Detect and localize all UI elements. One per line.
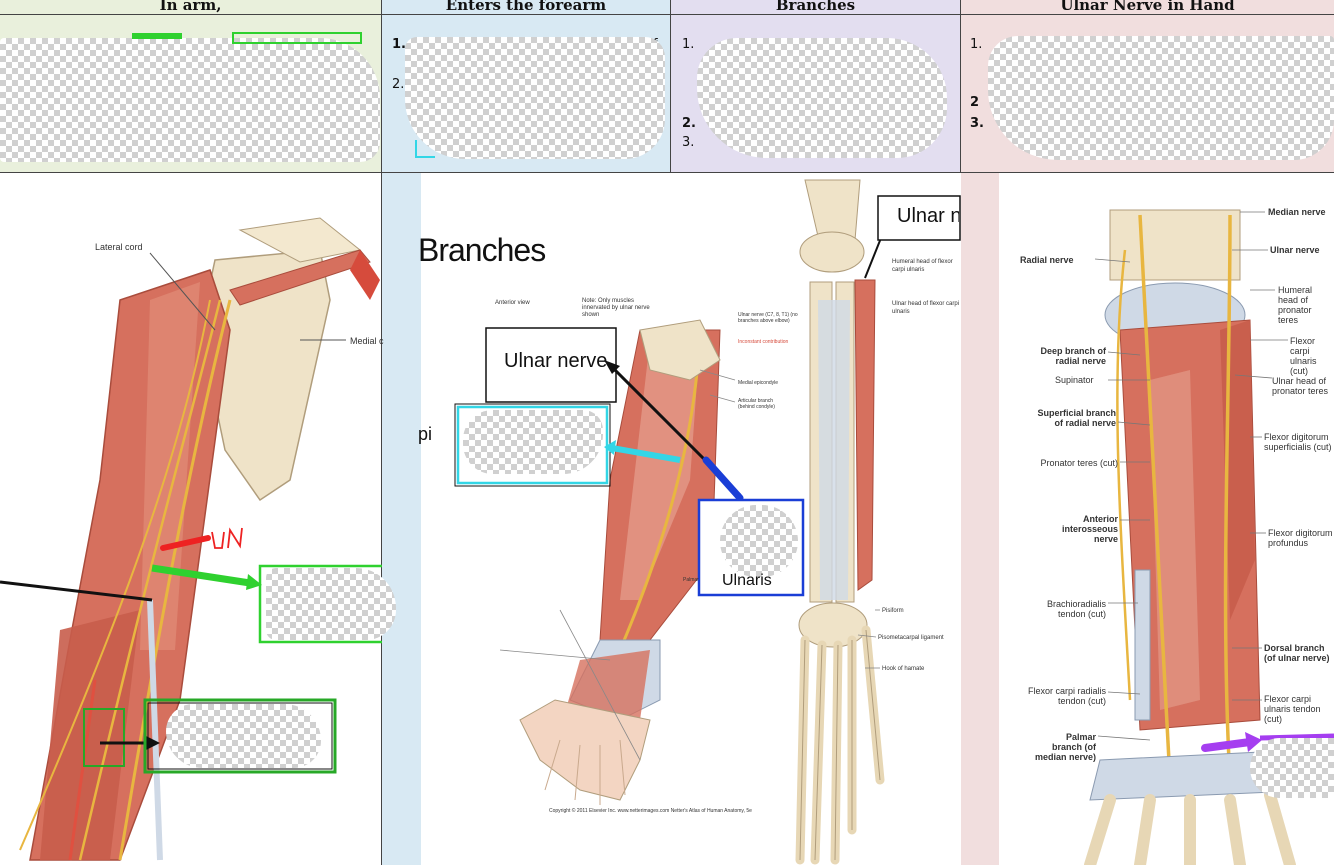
label-anterior-view: Anterior view [495,300,530,306]
fragment-pi: pi [418,424,433,444]
hand-item-1: 1. [970,37,983,52]
header-branches: Branches [775,0,856,14]
fragment-ulnaris: Ulnaris [722,572,772,586]
hand-right-label-1: Ulnar nerve [1270,245,1320,255]
redacted-answer-forearm-2 [720,505,798,577]
hand-item-3: 3. [970,116,984,131]
label-medial: Medial c [350,336,384,346]
hand-left-label-2: Supinator [1055,375,1094,385]
hand-right-label-2: Humeral head of pronator teres [1278,285,1313,325]
bone-label-1: Ulnar head of flexor carpi ulnaris [892,301,960,315]
red-mark [160,535,211,551]
black-pointer-arrow [0,580,153,602]
hand-item-2: 2 [970,95,980,110]
green-highlight-box [232,32,362,44]
ulnar-nerve-hand [1223,214,1232,781]
row-divider [0,172,1334,173]
purple-arrow [1201,738,1254,752]
bone-label-0: Humeral head of flexor carpi ulnaris [892,259,953,273]
hand-right-label-5: Flexor digitorum superficialis (cut) [1264,432,1332,452]
bone-label-2: Pisiform [882,608,904,614]
answer-box-forearm-1 [456,405,609,485]
hand-illustration [961,173,1334,865]
small-label-1: Inconstant contribution [738,339,789,345]
branches-item-3: 3. [682,135,695,150]
hand-left-label-0: Radial nerve [1020,255,1074,265]
forearm-item-2: 2. [392,77,405,92]
fcu-muscle [854,279,876,591]
redacted-answer-arm-2 [166,704,321,768]
ulnar-nerve-label: Ulnar nerve [504,350,608,372]
header-enters-forearm: Enters the forearm [445,0,607,14]
hand-right-label-8: Flexor carpi ulnaris tendon (cut) [1264,694,1321,724]
hand-right-label-6: Flexor digitorum profundus [1268,528,1333,548]
cyan-mark [415,140,435,158]
distal-humerus [1109,209,1241,281]
forearm-title: Branches [418,232,546,268]
header-divider [0,14,1334,15]
hand-left-label-6: Brachioradialis tendon (cut) [1046,599,1106,619]
ulnar-label-box-2 [877,195,961,241]
small-label-2: Medial epicondyle [738,380,779,386]
ulnar-nerve-forearm [618,329,702,651]
blue-arrow [702,456,744,502]
hand-left-label-8: Palmar branch (of median nerve) [1034,732,1096,762]
redacted-notes-hand [988,36,1334,160]
redacted-notes-branches [697,38,947,158]
forearm-illustration [382,173,961,865]
answer-box-arm-2 [143,698,337,774]
hand-right-label-3: Flexor carpi ulnaris (cut) [1290,336,1317,376]
redacted-answer-hand [1250,738,1334,798]
redacted-notes-forearm [405,37,665,159]
header-in-arm: In arm, [159,0,222,14]
hand-left-label-5: Anterior interosseous nerve [1061,514,1118,544]
header-ulnar-hand: Ulnar Nerve in Hand [1060,0,1235,14]
small-label-0: Ulnar nerve (C7, 8, T1) (no branches abo… [738,312,798,324]
branches-item-2: 2. [682,116,696,131]
label-lateral-cord: Lateral cord [95,242,143,252]
hand-right-label-7: Dorsal branch (of ulnar nerve) [1264,643,1330,663]
hand-right-label-0: Median nerve [1268,207,1326,217]
green-arrow [151,564,251,587]
cyan-arrow [611,445,681,463]
hand-left-label-7: Flexor carpi radialis tendon (cut) [1027,686,1106,706]
branches-item-1: 1. [682,37,695,52]
forearm-item-1: 1. [392,37,406,52]
bone-label-3: Pisometacarpal ligament [878,635,944,641]
small-label-4: Palmar [683,577,699,583]
hand-left-label-4: Pronator teres (cut) [1040,458,1118,468]
small-label-3: Articular branch (behind condyle) [738,398,775,410]
copyright: Copyright © 2011 Elsevier Inc. www.nette… [549,808,752,814]
bone-label-4: Hook of hamate [882,666,925,672]
median-nerve [1138,214,1172,781]
hand-right-label-4: Ulnar head of pronator teres [1272,376,1329,396]
redacted-notes-arm [0,38,380,162]
hand-left-label-3: Superficial branch of radial nerve [1037,408,1116,428]
redacted-answer-arm-1 [266,568,396,640]
hand-left-label-1: Deep branch of radial nerve [1040,346,1106,366]
redacted-answer-forearm-1 [463,410,603,474]
label-note: Note: Only muscles innervated by ulnar n… [582,298,650,318]
green-highlight [132,33,182,39]
ulnar-nerve-label-2: Ulnar ne [897,205,959,227]
ulnar-label-box [485,327,617,403]
